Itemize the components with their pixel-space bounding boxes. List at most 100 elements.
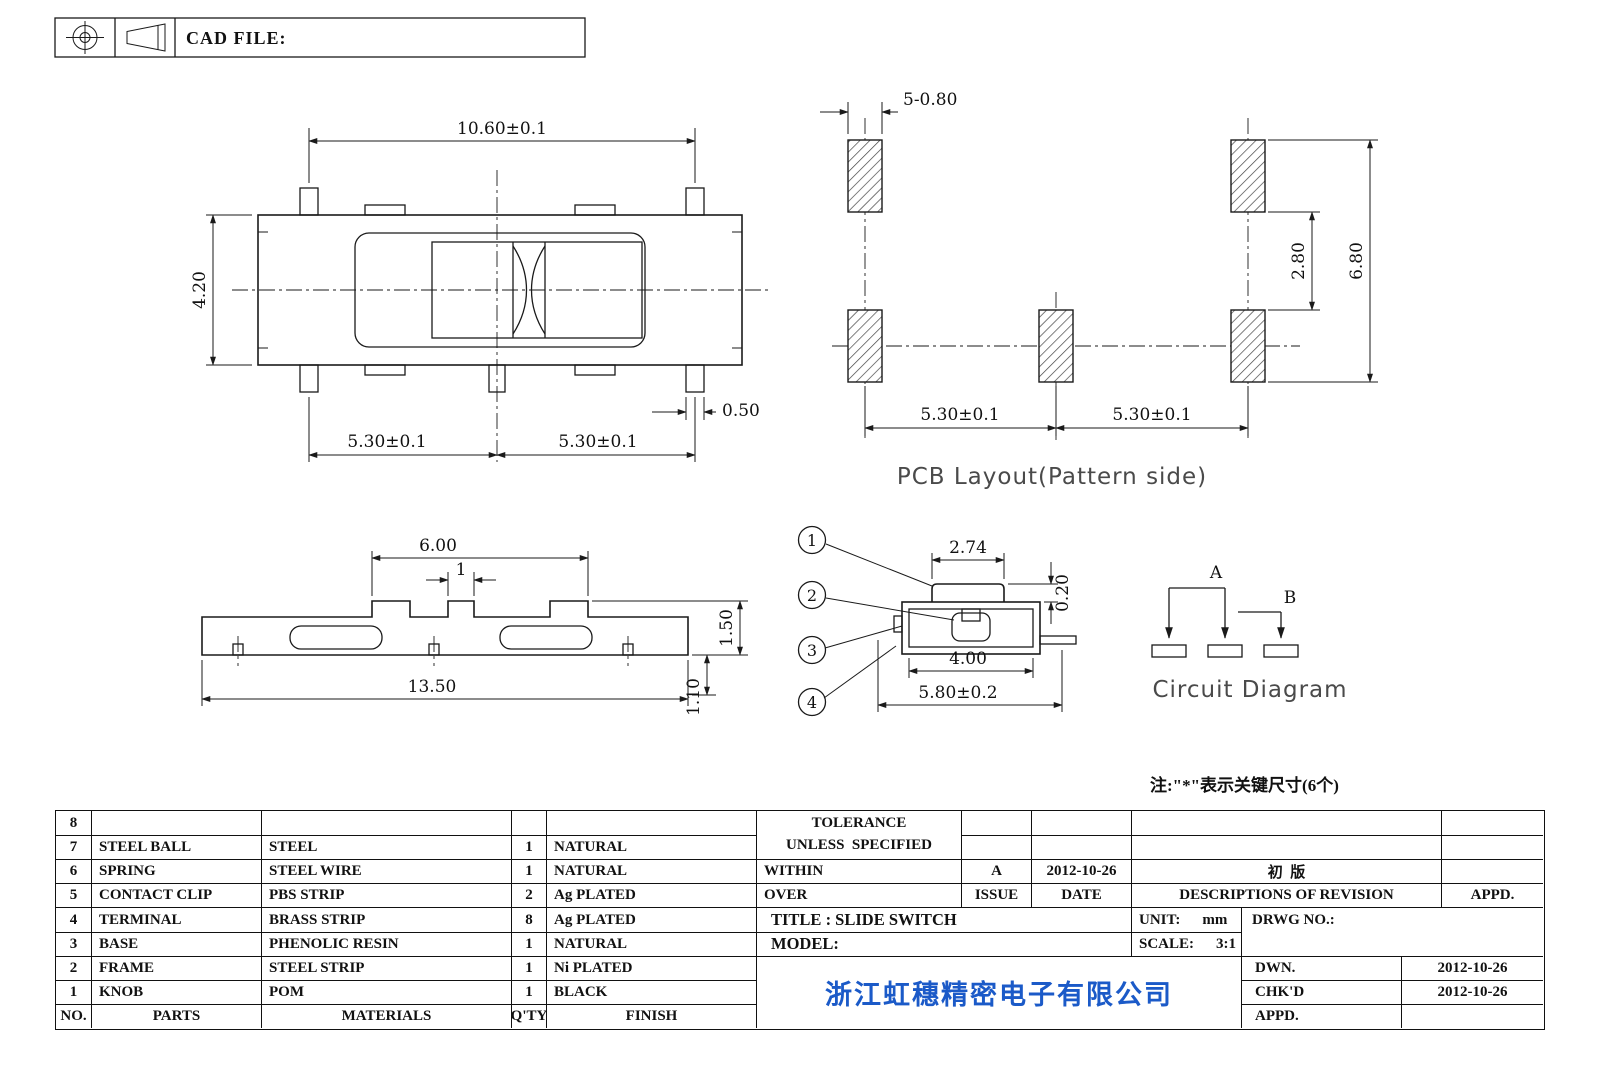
rev-desc-value: 初 版 (1131, 859, 1441, 884)
bom-material: STEEL WIRE (261, 859, 511, 884)
callout-3: 3 (807, 641, 817, 660)
section-view: 1 2 3 4 2.74 0.20 4.00 5.80±0.2 (797, 525, 1077, 717)
appd-label: APPD. (1241, 1003, 1401, 1028)
circuit-diagram-title: Circuit Diagram (1152, 677, 1347, 703)
bom-material: STEEL STRIP (261, 955, 511, 980)
bom-qty: 1 (511, 931, 546, 956)
circuit-label-a: A (1209, 563, 1223, 583)
dim-top-height: 4.20 (190, 271, 210, 309)
bom-finish: Ni PLATED (546, 955, 756, 980)
rev-empty (961, 811, 1031, 836)
bom-no: 7 (56, 835, 91, 859)
bom-finish: NATURAL (546, 931, 756, 956)
pcb-layout-view: 5-0.80 2.80 6.80 5.30±0.1 5.30±0.1 PCB L… (820, 90, 1378, 490)
dim-pcb-gap: 2.80 (1289, 242, 1309, 280)
datum-target-icon (66, 21, 104, 54)
dim-side-height: 1.50 (717, 609, 737, 647)
pcb-pad (1038, 309, 1074, 383)
unit-cell: UNIT: mm (1131, 907, 1241, 932)
bom-part: TERMINAL (91, 907, 261, 932)
company-name: 浙江虹穗精密电子有限公司 (756, 955, 1241, 1028)
pcb-pad (1230, 139, 1266, 213)
drawing-title: TITLE : SLIDE SWITCH (756, 907, 1131, 932)
dim-top-pitch-left: 5.30±0.1 (347, 432, 426, 452)
bom-material: POM (261, 979, 511, 1004)
bom-header-materials: MATERIALS (261, 1003, 511, 1028)
rev-issue-value: A (961, 859, 1031, 884)
bom-no: 6 (56, 859, 91, 883)
bom-qty (511, 811, 546, 836)
rev-col-date: DATE (1031, 883, 1131, 908)
bom-qty: 1 (511, 859, 546, 884)
dim-section-inner: 4.00 (949, 649, 987, 669)
dim-section-total: 5.80±0.2 (918, 683, 997, 703)
bom-qty: 8 (511, 907, 546, 932)
bom-finish: NATURAL (546, 835, 756, 860)
dim-pcb-pitch-right: 5.30±0.1 (1112, 405, 1191, 425)
rev-empty (1441, 835, 1543, 860)
bom-header-qty: Q'TY (511, 1003, 546, 1028)
chkd-date: 2012-10-26 (1401, 979, 1543, 1004)
drawing-canvas: CAD FILE: 10.60±0.1 4.20 (54, 17, 1378, 795)
bom-qty: 2 (511, 883, 546, 908)
dim-side-small: 1 (456, 560, 467, 580)
rev-col-issue: ISSUE (961, 883, 1031, 908)
circuit-label-b: B (1284, 588, 1297, 608)
chkd-label: CHK'D (1241, 979, 1401, 1004)
bom-qty: 1 (511, 835, 546, 860)
bom-qty: 1 (511, 979, 546, 1004)
dim-section-small: 0.20 (1053, 574, 1073, 612)
bom-no: 2 (56, 955, 91, 980)
tolerance-cell: TOLERANCE UNLESS SPECIFIED (756, 811, 961, 860)
model-cell: MODEL: (756, 931, 1131, 956)
callout-4: 4 (807, 693, 817, 712)
unit-value: mm (1202, 911, 1228, 928)
bom-finish: Ag PLATED (546, 907, 756, 932)
bom-part (91, 811, 261, 836)
bom-part: BASE (91, 931, 261, 956)
bom-header-no: NO. (56, 1003, 91, 1028)
bom-material: STEEL (261, 835, 511, 860)
tolerance-over: OVER (756, 883, 961, 908)
side-view: 6.00 1 1.50 1.10 13.50 (201, 536, 748, 716)
rev-empty (1031, 835, 1131, 860)
bom-no: 5 (56, 883, 91, 907)
rev-empty (1131, 835, 1441, 860)
drwg-no-cell: DRWG NO.: (1241, 907, 1543, 956)
bom-header-finish: FINISH (546, 1003, 756, 1028)
cad-file-label: CAD FILE: (186, 28, 287, 48)
pcb-pad (847, 139, 883, 213)
rev-col-appd: APPD. (1441, 883, 1543, 908)
appd-date (1401, 1003, 1543, 1028)
dim-side-top: 6.00 (419, 536, 457, 556)
dim-side-foot: 1.10 (684, 678, 704, 716)
dim-top-pitch-right: 5.30±0.1 (558, 432, 637, 452)
rev-empty (1131, 811, 1441, 836)
bom-no: 1 (56, 979, 91, 1004)
unit-label: UNIT: (1139, 911, 1181, 928)
dim-pcb-total: 6.80 (1347, 242, 1367, 280)
rev-col-desc: DESCRIPTIONS OF REVISION (1131, 883, 1441, 908)
tolerance-line2: UNLESS SPECIFIED (786, 837, 932, 854)
bom-finish: NATURAL (546, 859, 756, 884)
dim-top-tab: 0.50 (722, 401, 760, 421)
projection-cone-icon (126, 23, 166, 52)
bom-no: 8 (69, 814, 78, 831)
top-view: 10.60±0.1 4.20 5.30±0.1 5.30±0.1 0.50 (190, 119, 772, 462)
bom-finish (546, 811, 756, 836)
bom-material: BRASS STRIP (261, 907, 511, 932)
bom-part: FRAME (91, 955, 261, 980)
tolerance-line1: TOLERANCE (811, 815, 907, 832)
circuit-diagram: A B Circuit Diagram (1151, 563, 1347, 703)
dim-section-knob: 2.74 (949, 538, 987, 558)
dim-side-total: 13.50 (408, 677, 457, 697)
pcb-layout-title: PCB Layout(Pattern side) (897, 464, 1207, 490)
scale-cell: SCALE: 3:1 (1131, 931, 1241, 956)
bom-material (261, 811, 511, 836)
rev-date-value: 2012-10-26 (1031, 859, 1131, 884)
title-block-table: 8 7 STEEL BALL STEEL 1 NATURAL 6 SPRING … (55, 810, 1545, 1030)
rev-appd-value (1441, 859, 1543, 884)
pcb-pad (1230, 309, 1266, 383)
bom-finish: BLACK (546, 979, 756, 1004)
bom-no: 3 (56, 931, 91, 956)
